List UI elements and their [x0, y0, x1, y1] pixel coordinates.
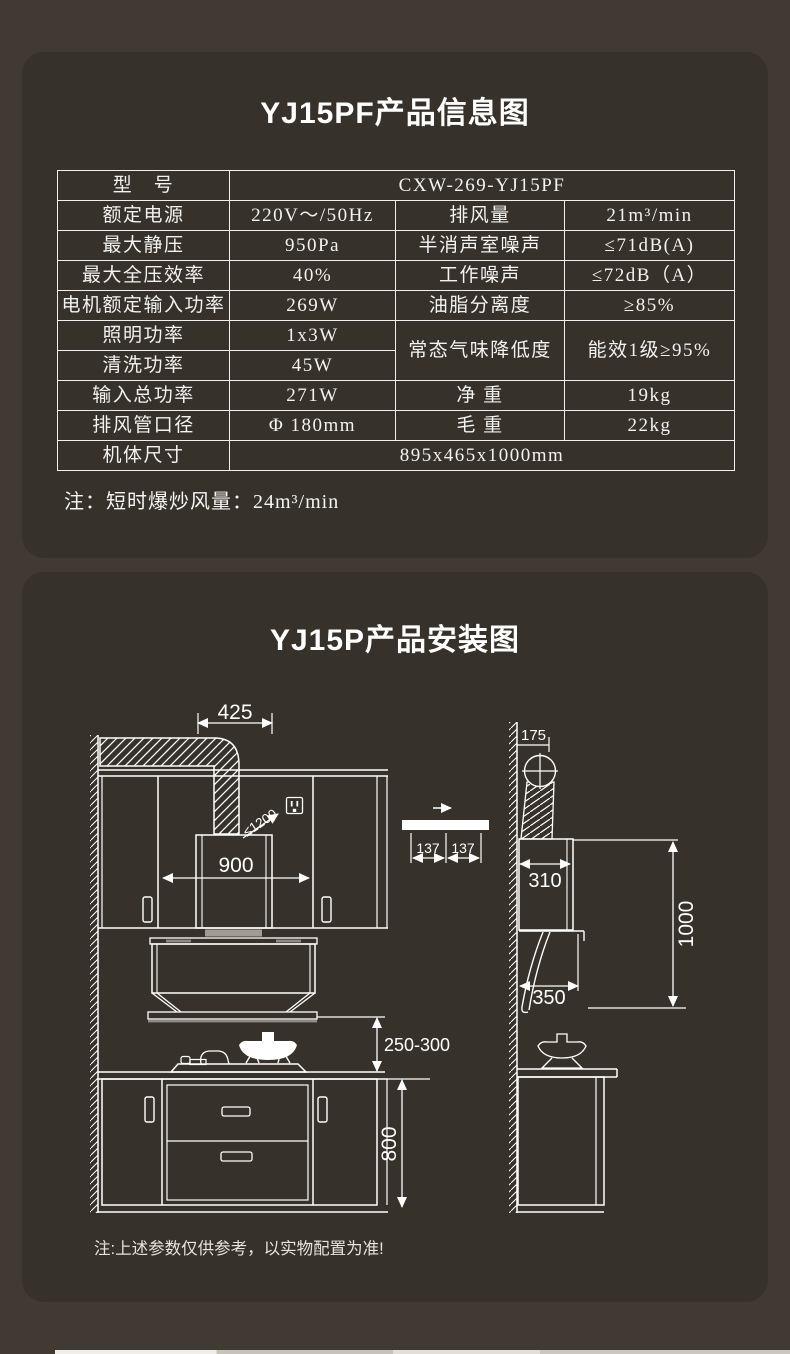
burner-icon: [200, 1050, 230, 1065]
info-panel: YJ15PF产品信息图 型 号 CXW-269-YJ15PF 额定电源 220V…: [22, 52, 768, 558]
spec-label: 毛 重: [395, 410, 565, 441]
spec-label: 半消声室噪声: [395, 230, 565, 261]
spec-value: 能效1级≥95%: [563, 320, 736, 381]
spec-value: 269W: [229, 290, 396, 321]
spec-value: 220V～/50Hz: [229, 200, 396, 231]
table-row: 最大全压效率 40% 工作噪声 ≤72dB（A）: [57, 260, 736, 291]
installation-diagram: 425 900 ≤1200 175 137 137 310 350 1000 2…: [90, 701, 698, 1213]
spec-label: 机体尺寸: [57, 440, 230, 471]
spec-label: 清洗功率: [57, 350, 230, 381]
spec-value: ≥85%: [563, 290, 736, 321]
drawer-handle: [220, 1151, 253, 1162]
spec-value: 21m³/min: [563, 200, 736, 231]
power-outlet-icon: [285, 796, 304, 815]
cabinet-handle: [317, 1096, 328, 1123]
dimension-labels: 425 900 ≤1200 175 137 137 310 350 1000 2…: [217, 701, 698, 1162]
spec-value: 19kg: [563, 380, 736, 411]
spec-value: 1x3W: [229, 320, 396, 351]
dim-800: 800: [378, 1126, 401, 1161]
install-panel-title: YJ15P产品安装图: [269, 624, 521, 657]
flex-duct-side: [520, 781, 555, 840]
outlet-distance-arrow: [242, 813, 279, 839]
install-panel: YJ15P产品安装图: [22, 572, 768, 1302]
dim-137-left: 137: [416, 840, 440, 856]
front-view-drawing: [90, 713, 430, 1213]
table-row: 照明功率 1x3W 常态气味降低度 能效1级≥95%: [57, 320, 736, 381]
spec-label: 电机额定输入功率: [57, 290, 230, 321]
spec-label: 净 重: [395, 380, 565, 411]
spec-value: CXW-269-YJ15PF: [228, 170, 736, 201]
spec-value: 22kg: [563, 410, 736, 441]
burst-airflow-note: 注：短时爆炒风量：24m³/min: [64, 491, 340, 513]
spec-label: 最大全压效率: [57, 260, 230, 291]
table-row: 机体尺寸 895x465x1000mm: [57, 440, 736, 471]
cabinet-handle: [142, 896, 153, 923]
spec-label: 最大静压: [57, 230, 230, 261]
spec-label: 照明功率: [57, 320, 230, 351]
table-row: 型 号 CXW-269-YJ15PF: [57, 170, 736, 201]
drawer-handle: [221, 1106, 251, 1117]
dim-350: 350: [532, 987, 565, 1009]
spec-value: ≤72dB（A）: [563, 260, 736, 291]
dim-137-right: 137: [451, 840, 475, 856]
spec-table: 型 号 CXW-269-YJ15PF 额定电源 220V～/50Hz 排风量 2…: [57, 170, 736, 471]
spec-value: Φ 180mm: [229, 410, 396, 441]
table-row: 电机额定输入功率 269W 油脂分离度 ≥85%: [57, 290, 736, 321]
curved-panel: [521, 931, 544, 1014]
spec-value: 895x465x1000mm: [228, 440, 736, 471]
spec-label: 型 号: [57, 170, 230, 201]
cabinet-handle: [144, 1096, 155, 1123]
mounting-bar: [402, 820, 489, 830]
table-row: 输入总功率 271W 净 重 19kg: [57, 380, 736, 411]
spec-value: 40%: [229, 260, 396, 291]
table-row: 清洗功率 45W: [57, 350, 735, 381]
dim-425: 425: [217, 701, 252, 724]
spec-value: 950Pa: [229, 230, 396, 261]
hood-side-body: [518, 838, 574, 931]
next-section-edge: [55, 1350, 790, 1354]
dim-1000: 1000: [675, 901, 698, 948]
side-view-drawing: [509, 722, 686, 1213]
spec-label: 油脂分离度: [395, 290, 565, 321]
info-panel-title: YJ15PF产品信息图: [260, 97, 530, 130]
spec-label: 额定电源: [57, 200, 230, 231]
spec-label: 工作噪声: [395, 260, 565, 291]
spec-value: ≤71dB(A): [563, 230, 736, 261]
spec-label: 常态气味降低度: [395, 320, 565, 381]
cabinet-handle: [321, 896, 332, 923]
wok-side-icon: [537, 1033, 587, 1069]
spec-label: 输入总功率: [57, 380, 230, 411]
spec-value: 271W: [229, 380, 396, 411]
top-view-drawing: [402, 803, 489, 863]
wall-hatch-left: [90, 735, 98, 1213]
spec-value: 45W: [229, 350, 396, 381]
wall-hatch-right: [509, 722, 517, 1213]
base-cabinet-side: [517, 1076, 605, 1206]
table-row: 排风管口径 Φ 180mm 毛 重 22kg: [57, 410, 736, 441]
hood-chimney: [195, 834, 273, 929]
hood-body: [151, 943, 316, 994]
base-cabinet: [101, 1078, 378, 1206]
table-row: 额定电源 220V～/50Hz 排风量 21m³/min: [57, 200, 736, 231]
dim-175: 175: [521, 727, 546, 744]
table-row: 最大静压 950Pa 半消声室噪声 ≤71dB(A): [57, 230, 736, 261]
cooktop-front: [169, 1032, 308, 1073]
install-disclaimer-note: 注:上述参数仅供参考，以实物配置为准!: [94, 1240, 384, 1258]
dim-250-300: 250-300: [384, 1035, 450, 1055]
wok-icon: [239, 1032, 297, 1060]
spec-label: 排风管口径: [57, 410, 230, 441]
dim-900: 900: [218, 854, 253, 877]
spec-label: 排风量: [395, 200, 565, 231]
dim-310: 310: [528, 870, 561, 892]
exhaust-duct: [99, 737, 240, 835]
hood-connector: [205, 929, 262, 937]
